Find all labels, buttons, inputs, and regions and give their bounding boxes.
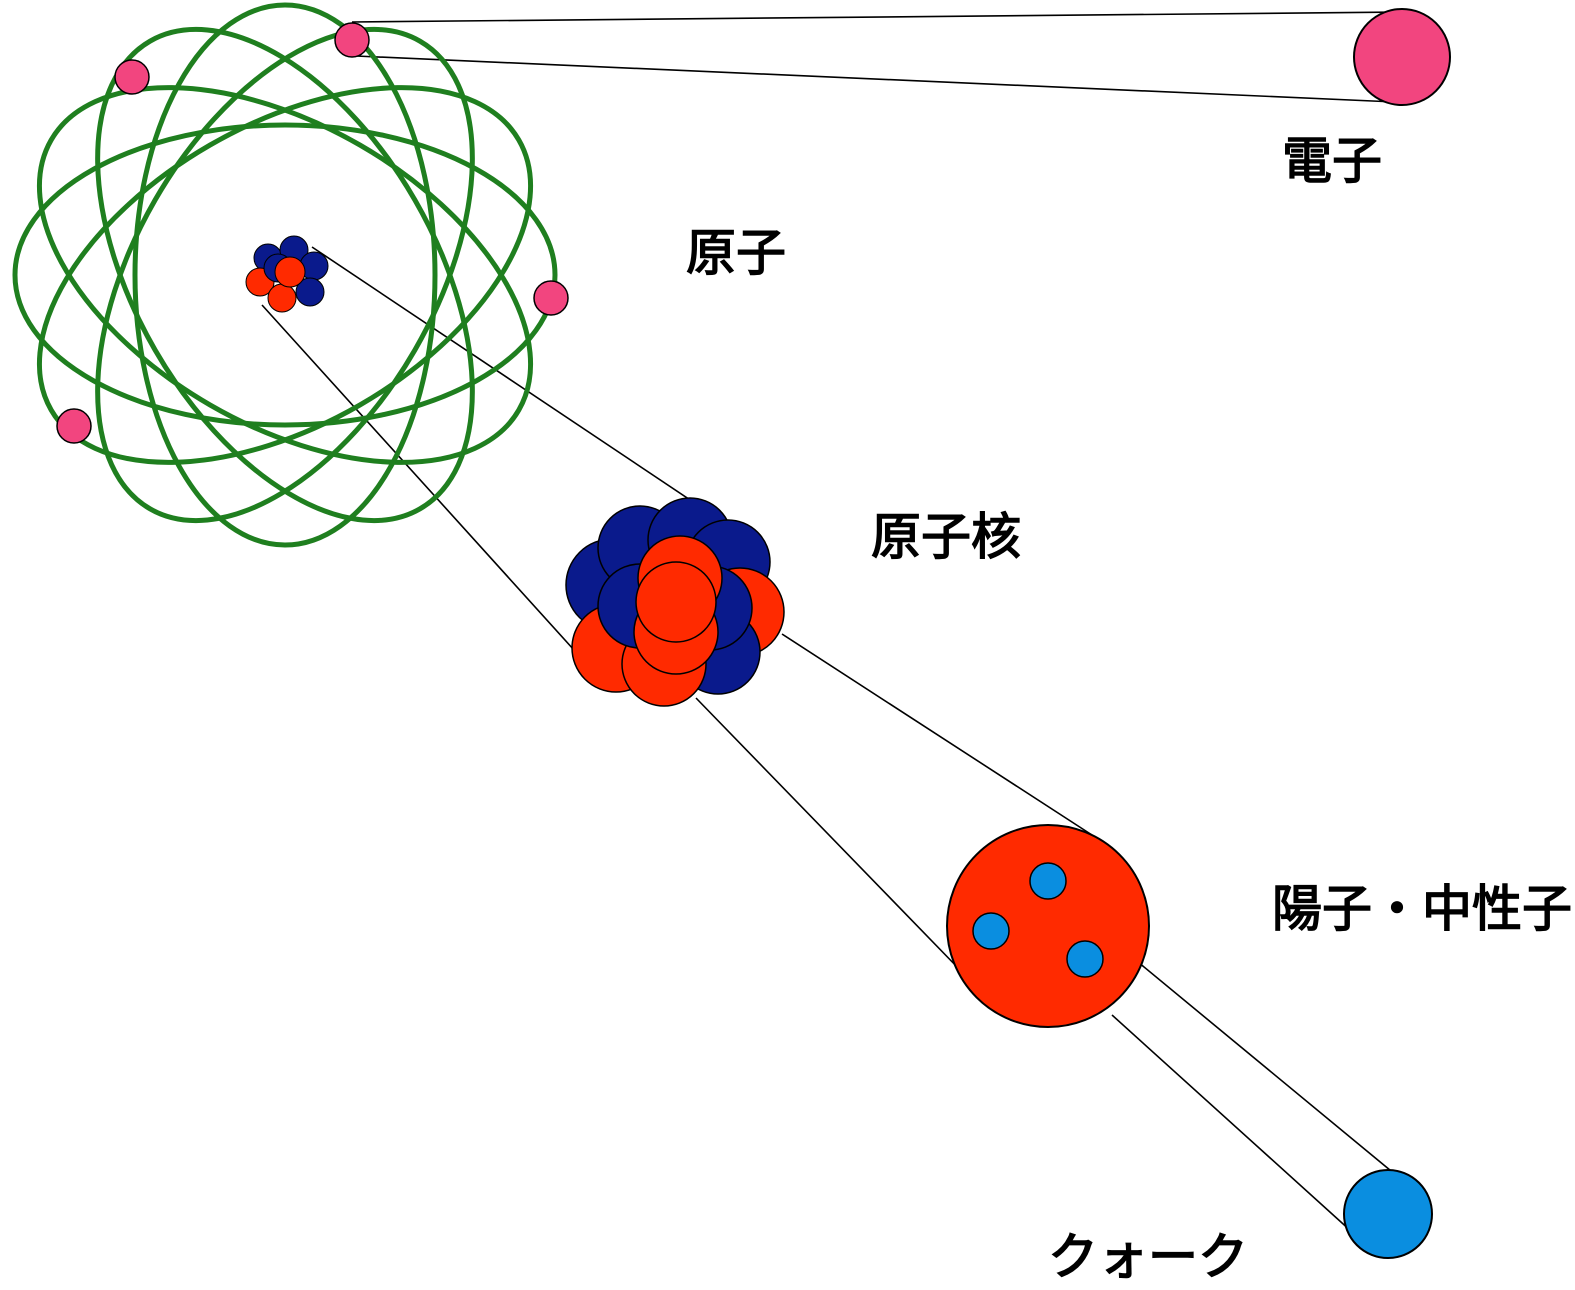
orbit xyxy=(132,2,438,548)
quark-label: クォーク xyxy=(1048,1228,1248,1286)
orbit xyxy=(12,122,558,428)
connector-line xyxy=(355,55,1396,103)
connector-line xyxy=(781,633,1093,836)
proton xyxy=(635,561,717,643)
proton xyxy=(267,283,297,313)
connector-line xyxy=(1137,961,1403,1181)
proton xyxy=(274,256,306,288)
quark xyxy=(972,912,1010,950)
electron-large xyxy=(1353,8,1451,106)
orbit xyxy=(95,26,475,524)
electron xyxy=(334,22,370,58)
connector-nucleon xyxy=(695,633,1093,973)
orbit-electrons xyxy=(56,22,569,444)
atom-label: 原子 xyxy=(686,224,786,282)
electron xyxy=(56,408,92,444)
quark xyxy=(1029,862,1067,900)
nucleus xyxy=(565,497,785,707)
orbit xyxy=(36,85,534,465)
connector-quark xyxy=(1111,961,1403,1233)
nucleus-label: 原子核 xyxy=(871,508,1021,566)
nucleon-label: 陽子・中性子 xyxy=(1272,880,1572,938)
connector-line xyxy=(695,697,963,973)
quark xyxy=(1066,940,1104,978)
neutron xyxy=(295,277,325,307)
atom xyxy=(12,2,569,548)
electron xyxy=(533,280,569,316)
electron-label: 電子 xyxy=(1282,132,1382,190)
proton-large xyxy=(946,824,1150,1028)
atom-nucleus-small xyxy=(245,235,329,313)
connector-line xyxy=(1111,1014,1353,1233)
orbit xyxy=(36,85,534,465)
connector-line xyxy=(351,11,1406,23)
connector-electron xyxy=(351,11,1406,103)
connector-line xyxy=(261,304,575,651)
electron xyxy=(114,59,150,95)
nucleon xyxy=(946,824,1150,1028)
quark-large xyxy=(1343,1169,1433,1259)
electron-orbits xyxy=(12,2,558,548)
orbit xyxy=(95,26,475,524)
